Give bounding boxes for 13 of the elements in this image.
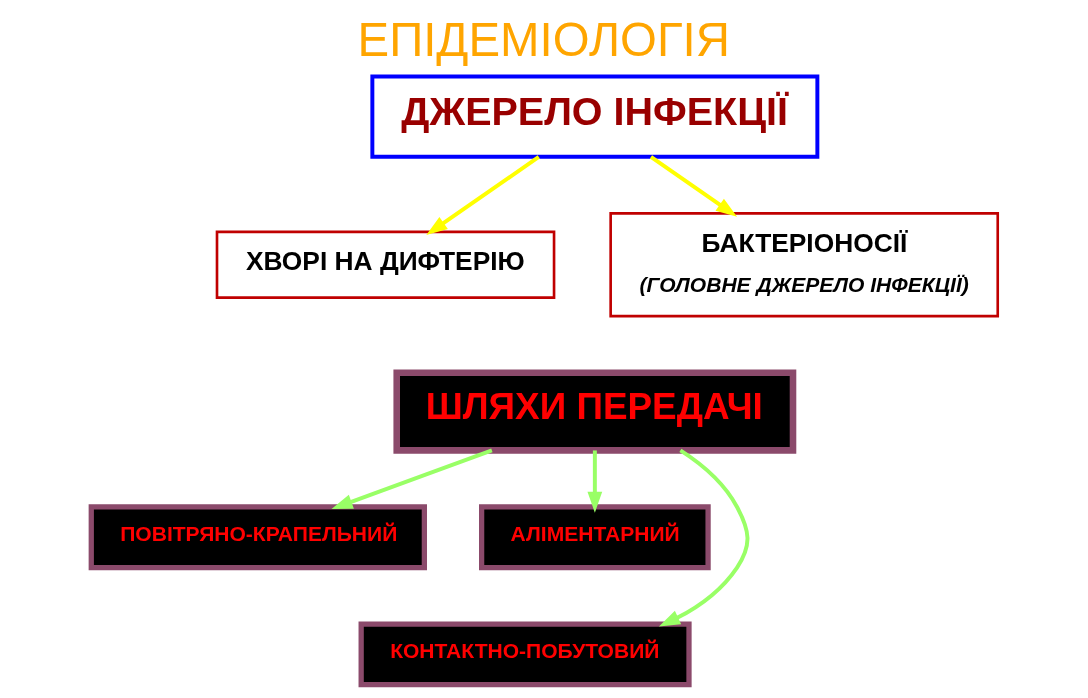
node-box: ПОВІТРЯНО-КРАПЕЛЬНИЙ [88,504,427,571]
node-box: АЛІМЕНТАРНИЙ [478,504,711,571]
arrow [658,448,749,627]
node-box: ХВОРІ НА ДИФТЕРІЮ [215,230,555,299]
arrow [425,155,540,236]
node-box: ШЛЯХИ ПЕРЕДАЧІ [392,369,796,454]
arrow [586,450,602,513]
node-box: БАКТЕРІОНОСІЇ (ГОЛОВНЕ ДЖЕРЕЛО ІНФЕКЦІЇ) [608,212,999,318]
arrow [649,155,737,217]
node-box: ДЖЕРЕЛО ІНФЕКЦІЇ [369,74,819,159]
node-box: КОНТАКТНО-ПОБУТОВИЙ [358,621,692,688]
arrow [331,448,493,510]
diagram-title: ЕПІДЕМІОЛОГІЯ [357,13,730,67]
